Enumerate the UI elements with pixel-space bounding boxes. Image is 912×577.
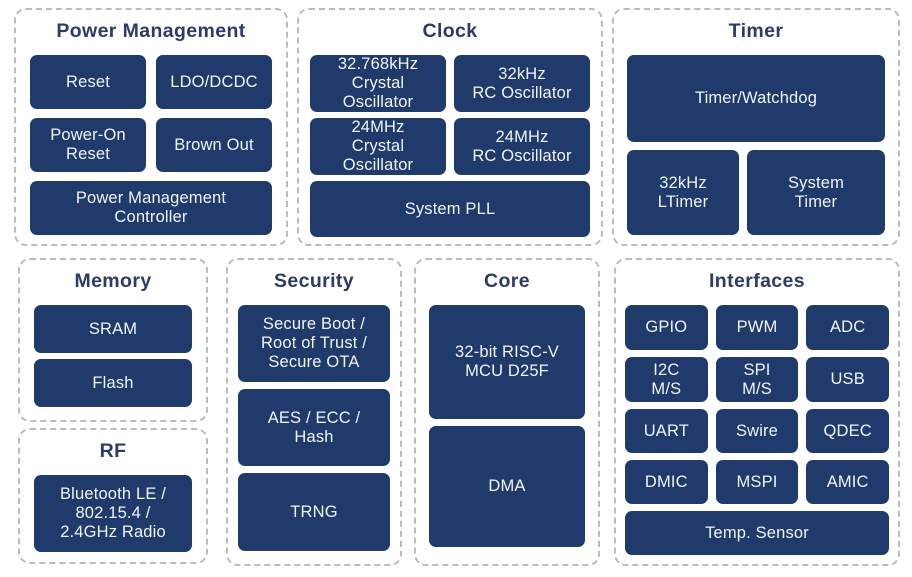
block-dma: DMA — [429, 426, 585, 547]
power-management-grid: Reset LDO/DCDC Power-On Reset Brown Out … — [16, 55, 286, 235]
block-timer-watchdog: Timer/Watchdog — [627, 55, 885, 142]
rf-group: RF Bluetooth LE / 802.15.4 / 2.4GHz Radi… — [18, 428, 208, 564]
block-32khz-rc-oscillator: 32kHz RC Oscillator — [454, 55, 590, 112]
block-usb: USB — [806, 357, 889, 402]
block-aes-ecc-hash: AES / ECC / Hash — [238, 389, 390, 466]
core-title: Core — [484, 270, 530, 292]
core-group: Core 32-bit RISC-V MCU D25F DMA — [414, 258, 600, 566]
block-power-on-reset: Power-On Reset — [30, 118, 146, 172]
block-system-timer: System Timer — [747, 150, 885, 235]
clock-title: Clock — [422, 20, 478, 42]
block-trng: TRNG — [238, 473, 390, 551]
block-temp-sensor: Temp. Sensor — [625, 511, 889, 555]
security-grid: Secure Boot / Root of Trust / Secure OTA… — [228, 305, 400, 551]
block-amic: AMIC — [806, 460, 889, 504]
block-gpio: GPIO — [625, 305, 708, 350]
block-power-management-controller: Power Management Controller — [30, 181, 272, 235]
memory-grid: SRAM Flash — [20, 305, 206, 407]
core-grid: 32-bit RISC-V MCU D25F DMA — [416, 305, 598, 547]
memory-group: Memory SRAM Flash — [18, 258, 208, 422]
block-swire: Swire — [715, 409, 799, 453]
block-pwm: PWM — [715, 305, 799, 350]
block-sram: SRAM — [34, 305, 192, 353]
timer-title: Timer — [728, 20, 784, 42]
block-bluetooth-radio: Bluetooth LE / 802.15.4 / 2.4GHz Radio — [34, 475, 192, 552]
power-management-title: Power Management — [56, 20, 246, 42]
block-system-pll: System PLL — [310, 181, 590, 237]
block-24mhz-crystal-oscillator: 24MHz Crystal Oscillator — [310, 118, 446, 175]
power-management-group: Power Management Reset LDO/DCDC Power-On… — [14, 8, 288, 246]
interfaces-grid: GPIO PWM ADC I2C M/S SPI M/S USB UART Sw… — [616, 305, 898, 555]
block-qdec: QDEC — [806, 409, 889, 453]
block-secure-boot: Secure Boot / Root of Trust / Secure OTA — [238, 305, 390, 382]
block-i2c-ms: I2C M/S — [625, 357, 708, 402]
memory-title: Memory — [74, 270, 152, 292]
block-spi-ms: SPI M/S — [715, 357, 799, 402]
block-32768khz-crystal-oscillator: 32.768kHz Crystal Oscillator — [310, 55, 446, 112]
clock-group: Clock 32.768kHz Crystal Oscillator 32kHz… — [297, 8, 603, 246]
clock-grid: 32.768kHz Crystal Oscillator 32kHz RC Os… — [299, 55, 601, 237]
interfaces-title: Interfaces — [708, 270, 806, 292]
block-24mhz-rc-oscillator: 24MHz RC Oscillator — [454, 118, 590, 175]
block-ldo-dcdc: LDO/DCDC — [156, 55, 272, 109]
block-flash: Flash — [34, 359, 192, 407]
interfaces-group: Interfaces GPIO PWM ADC I2C M/S SPI M/S … — [614, 258, 900, 566]
timer-group: Timer Timer/Watchdog 32kHz LTimer System… — [612, 8, 900, 246]
security-title: Security — [273, 270, 355, 292]
rf-grid: Bluetooth LE / 802.15.4 / 2.4GHz Radio — [20, 475, 206, 552]
block-brown-out: Brown Out — [156, 118, 272, 172]
block-32khz-ltimer: 32kHz LTimer — [627, 150, 739, 235]
block-riscv-mcu: 32-bit RISC-V MCU D25F — [429, 305, 585, 419]
block-uart: UART — [625, 409, 708, 453]
security-group: Security Secure Boot / Root of Trust / S… — [226, 258, 402, 566]
block-adc: ADC — [806, 305, 889, 350]
block-mspi: MSPI — [715, 460, 799, 504]
timer-grid: Timer/Watchdog 32kHz LTimer System Timer — [614, 55, 898, 235]
block-reset: Reset — [30, 55, 146, 109]
rf-title: RF — [99, 440, 127, 462]
block-dmic: DMIC — [625, 460, 708, 504]
